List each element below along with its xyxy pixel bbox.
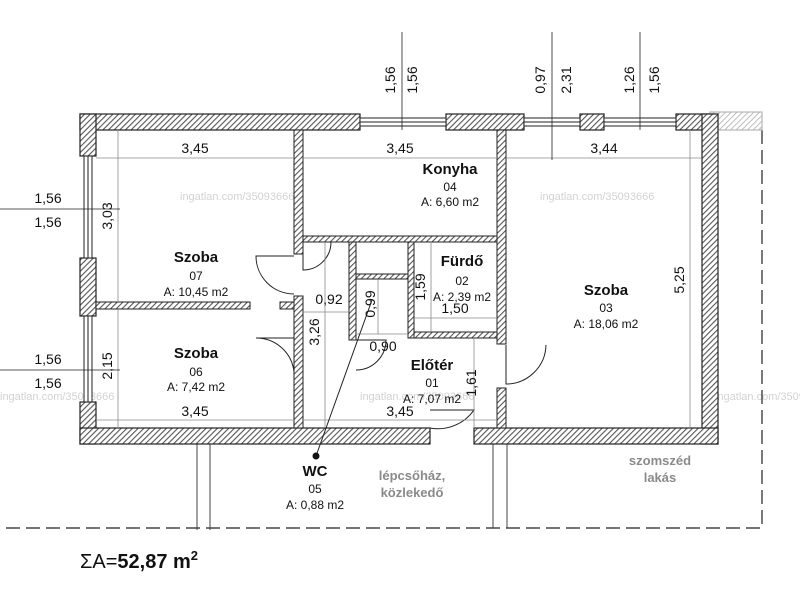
room-szoba-06: Szoba 06 A: 7,42 m2 (167, 345, 225, 394)
room-number: 02 (455, 274, 469, 288)
total-value: 52,87 m (117, 551, 190, 573)
dim-room03-height: 5,25 (671, 266, 687, 293)
neighbor-outline (6, 130, 763, 529)
room-name: Szoba (584, 282, 629, 299)
stairwell-label-line1: lépcsőház, (379, 468, 445, 483)
neighbor-label-line1: szomszéd (629, 453, 691, 468)
room-name: Szoba (174, 345, 219, 362)
total-area: ΣA=52,87 m2 (80, 548, 198, 573)
dim-bath-width: 1,50 (441, 300, 468, 316)
dim-window-left-top-a: 1,56 (34, 190, 61, 206)
dim-window-top2-a: 0,97 (532, 66, 548, 93)
dim-window-top1-b: 1,56 (404, 66, 420, 93)
room-number: 07 (189, 269, 203, 283)
dim-bottom-mid-width: 3,45 (386, 403, 413, 419)
windows (83, 117, 677, 403)
dimension-lines (96, 130, 702, 428)
interior-walls (95, 129, 507, 429)
window-leaders (0, 32, 641, 371)
watermark: ingatlan.com/35093666 (180, 191, 294, 203)
stairwell-label-line2: közlekedő (381, 485, 444, 500)
dim-wc-height: 0,99 (362, 290, 378, 317)
dim-entry-height: 1,61 (463, 369, 479, 396)
room-konyha: Konyha 04 A: 6,60 m2 (421, 161, 479, 209)
watermark: ingatlan.com/35093666 (540, 191, 654, 203)
dim-wc-width: 0,90 (369, 338, 396, 354)
room-area: A: 7,42 m2 (167, 380, 225, 394)
room-number: 04 (443, 180, 457, 194)
room-name: Fürdő (441, 253, 484, 270)
total-prefix: ΣA= (80, 551, 117, 573)
dim-room07-height: 3,03 (99, 202, 115, 229)
dim-window-top3-b: 1,56 (646, 66, 662, 93)
room-szoba-07: Szoba 07 A: 10,45 m2 (164, 249, 229, 299)
room-furdo: Fürdő 02 A: 2,39 m2 (433, 253, 491, 304)
total-exponent: 2 (191, 548, 198, 563)
room-name: Konyha (422, 161, 478, 178)
room-wc: WC 05 A: 0,88 m2 (286, 463, 344, 512)
dim-corridor-width: 0,92 (315, 291, 342, 307)
room-area: A: 6,60 m2 (421, 195, 479, 209)
room-name: Szoba (174, 249, 219, 266)
dim-window-left-top-b: 1,56 (34, 214, 61, 230)
dim-bottom-left-width: 3,45 (181, 403, 208, 419)
room-number: 06 (189, 365, 203, 379)
dim-window-top1-a: 1,56 (382, 66, 398, 93)
room-area: A: 7,07 m2 (403, 392, 461, 406)
watermark: ingatlan.com/35093666 (715, 391, 800, 403)
dim-top-right-width: 3,44 (590, 140, 617, 156)
room-number: 05 (308, 482, 322, 496)
dim-top-left-width: 3,45 (181, 140, 208, 156)
dim-corridor-height: 3,26 (306, 318, 322, 345)
room-area: A: 10,45 m2 (164, 285, 229, 299)
watermarks: ingatlan.com/35093666 ingatlan.com/35093… (0, 191, 800, 403)
exterior-walls (79, 113, 719, 445)
room-name: Előtér (411, 357, 454, 374)
doors (255, 241, 547, 430)
room-name: WC (303, 463, 328, 480)
room-number: 03 (599, 301, 613, 315)
room-area: A: 2,39 m2 (433, 290, 491, 304)
wc-leader (315, 299, 373, 457)
dim-bath-height: 1,59 (412, 273, 428, 300)
wc-leader-dot (312, 452, 320, 460)
dim-top-mid-width: 3,45 (386, 140, 413, 156)
dim-window-left-bot-a: 1,56 (34, 351, 61, 367)
room-szoba-03: Szoba 03 A: 18,06 m2 (574, 282, 639, 331)
neighbor-label-line2: lakás (644, 470, 677, 485)
dim-window-top2-b: 2,31 (558, 66, 574, 93)
dim-window-left-bot-b: 1,56 (34, 375, 61, 391)
watermark: ingatlan.com/35093666 (0, 391, 114, 403)
dim-room06-height: 2,15 (99, 352, 115, 379)
dim-window-top3-a: 1,26 (621, 66, 637, 93)
stairwell-lines (196, 440, 508, 530)
room-number: 01 (425, 376, 439, 390)
room-area: A: 0,88 m2 (286, 498, 344, 512)
watermark: ingatlan.com/35093666 (360, 391, 474, 403)
room-area: A: 18,06 m2 (574, 317, 639, 331)
room-eloter: Előtér 01 A: 7,07 m2 (403, 357, 461, 406)
